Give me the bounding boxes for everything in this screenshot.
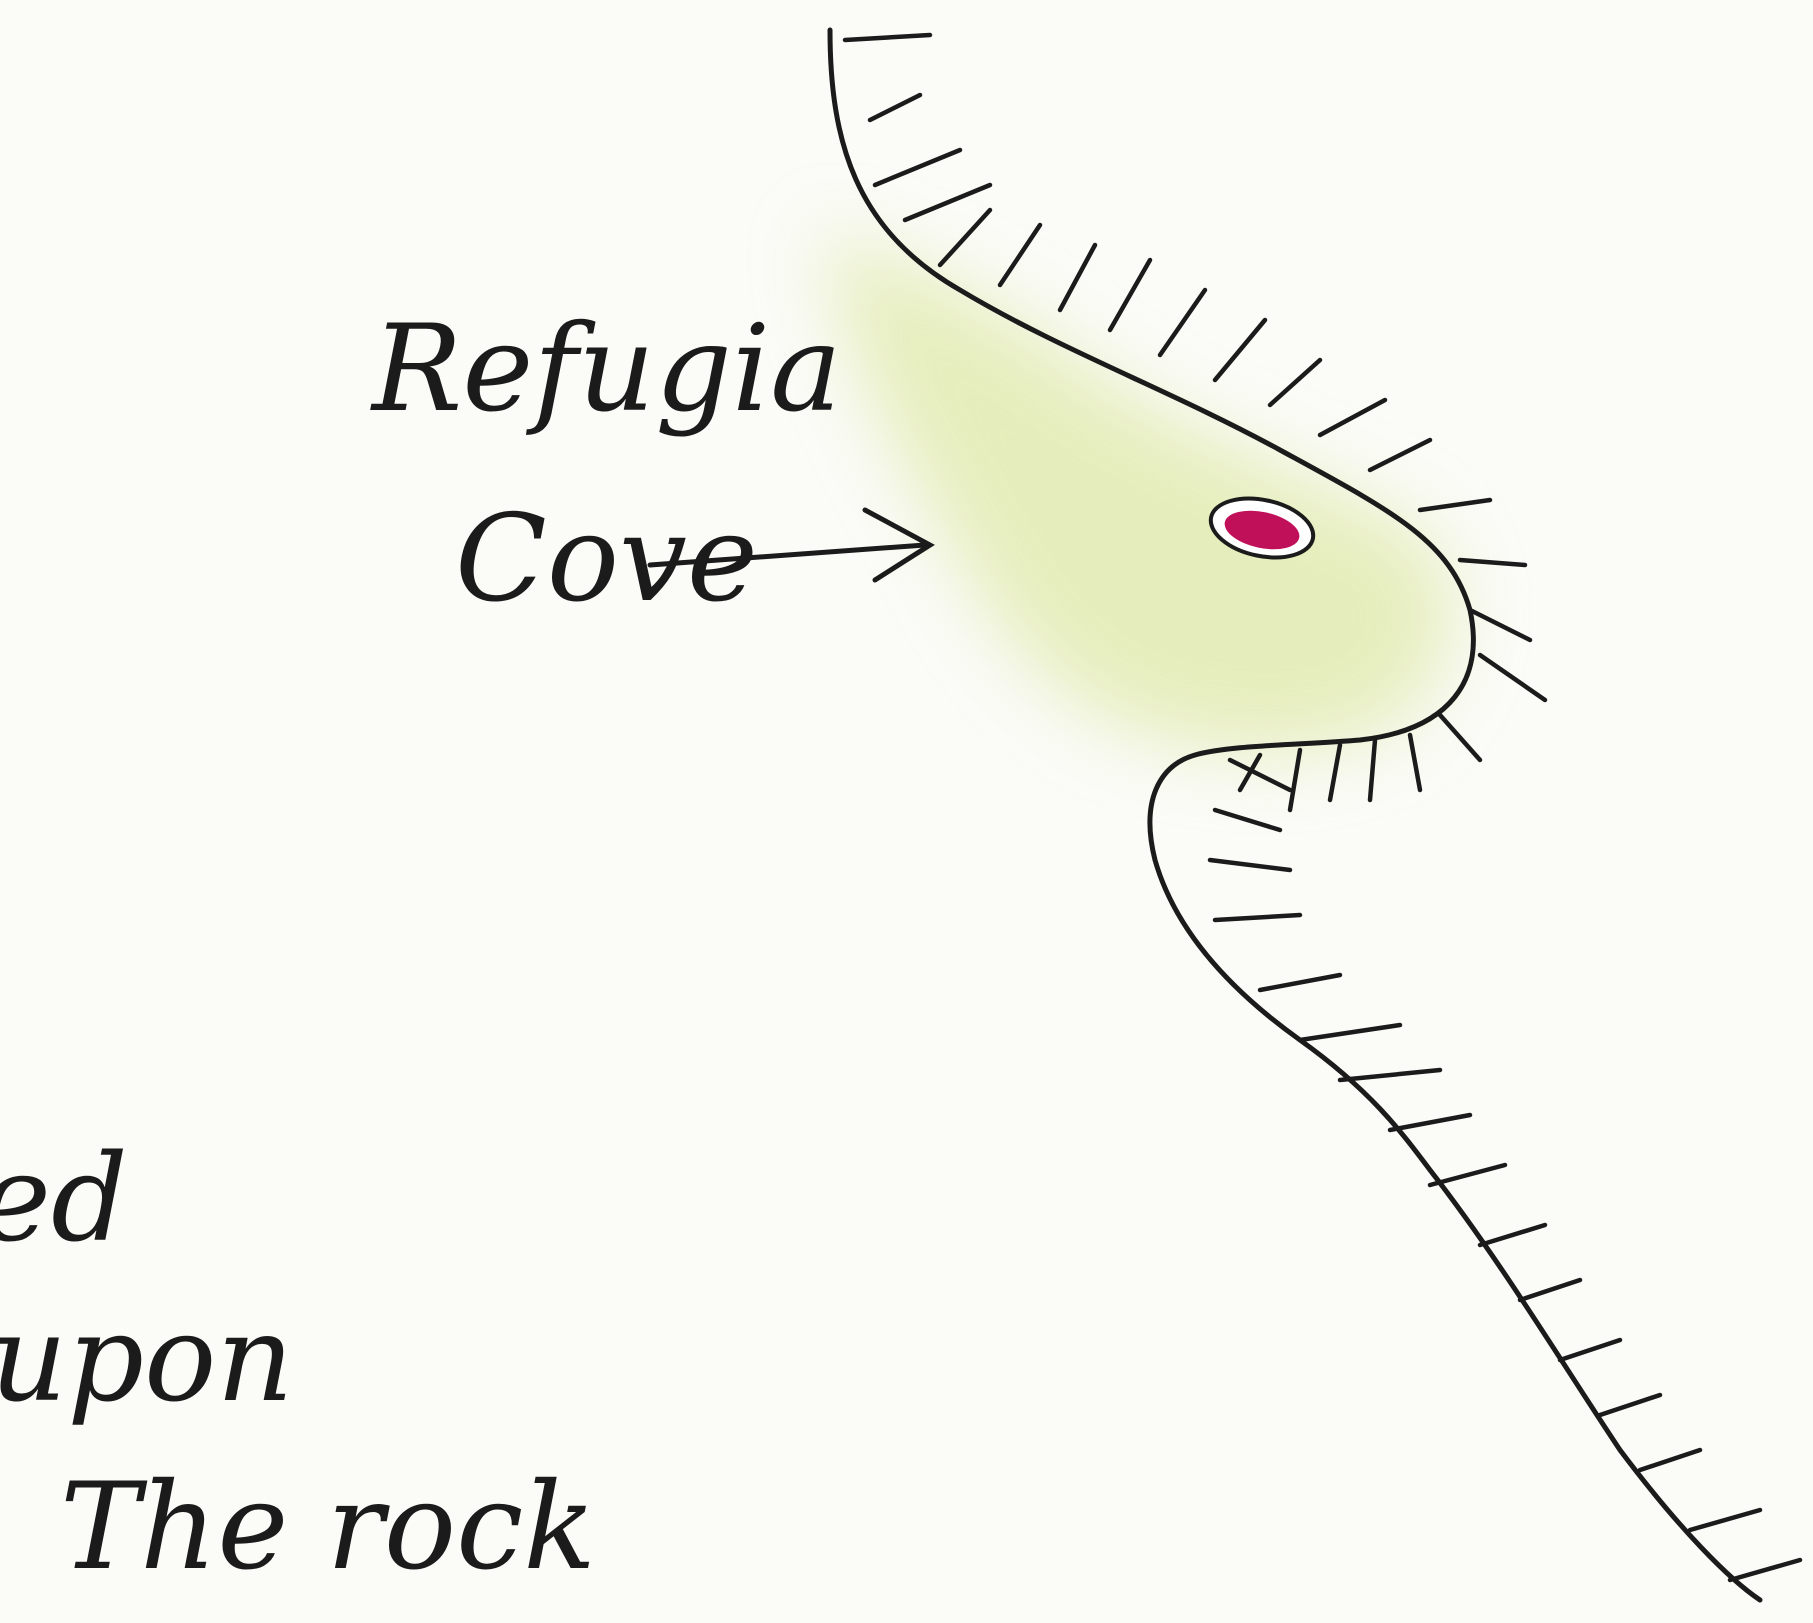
label-cove: Cove	[455, 490, 758, 629]
label-upon: upon	[0, 1290, 294, 1429]
label-the-rock: The rock	[60, 1458, 596, 1597]
label-refugia: Refugia	[370, 300, 842, 439]
label-left-fragment: ed	[0, 1130, 128, 1269]
shoreline-outline	[830, 30, 1760, 1600]
rock-hatching	[845, 35, 1800, 1580]
